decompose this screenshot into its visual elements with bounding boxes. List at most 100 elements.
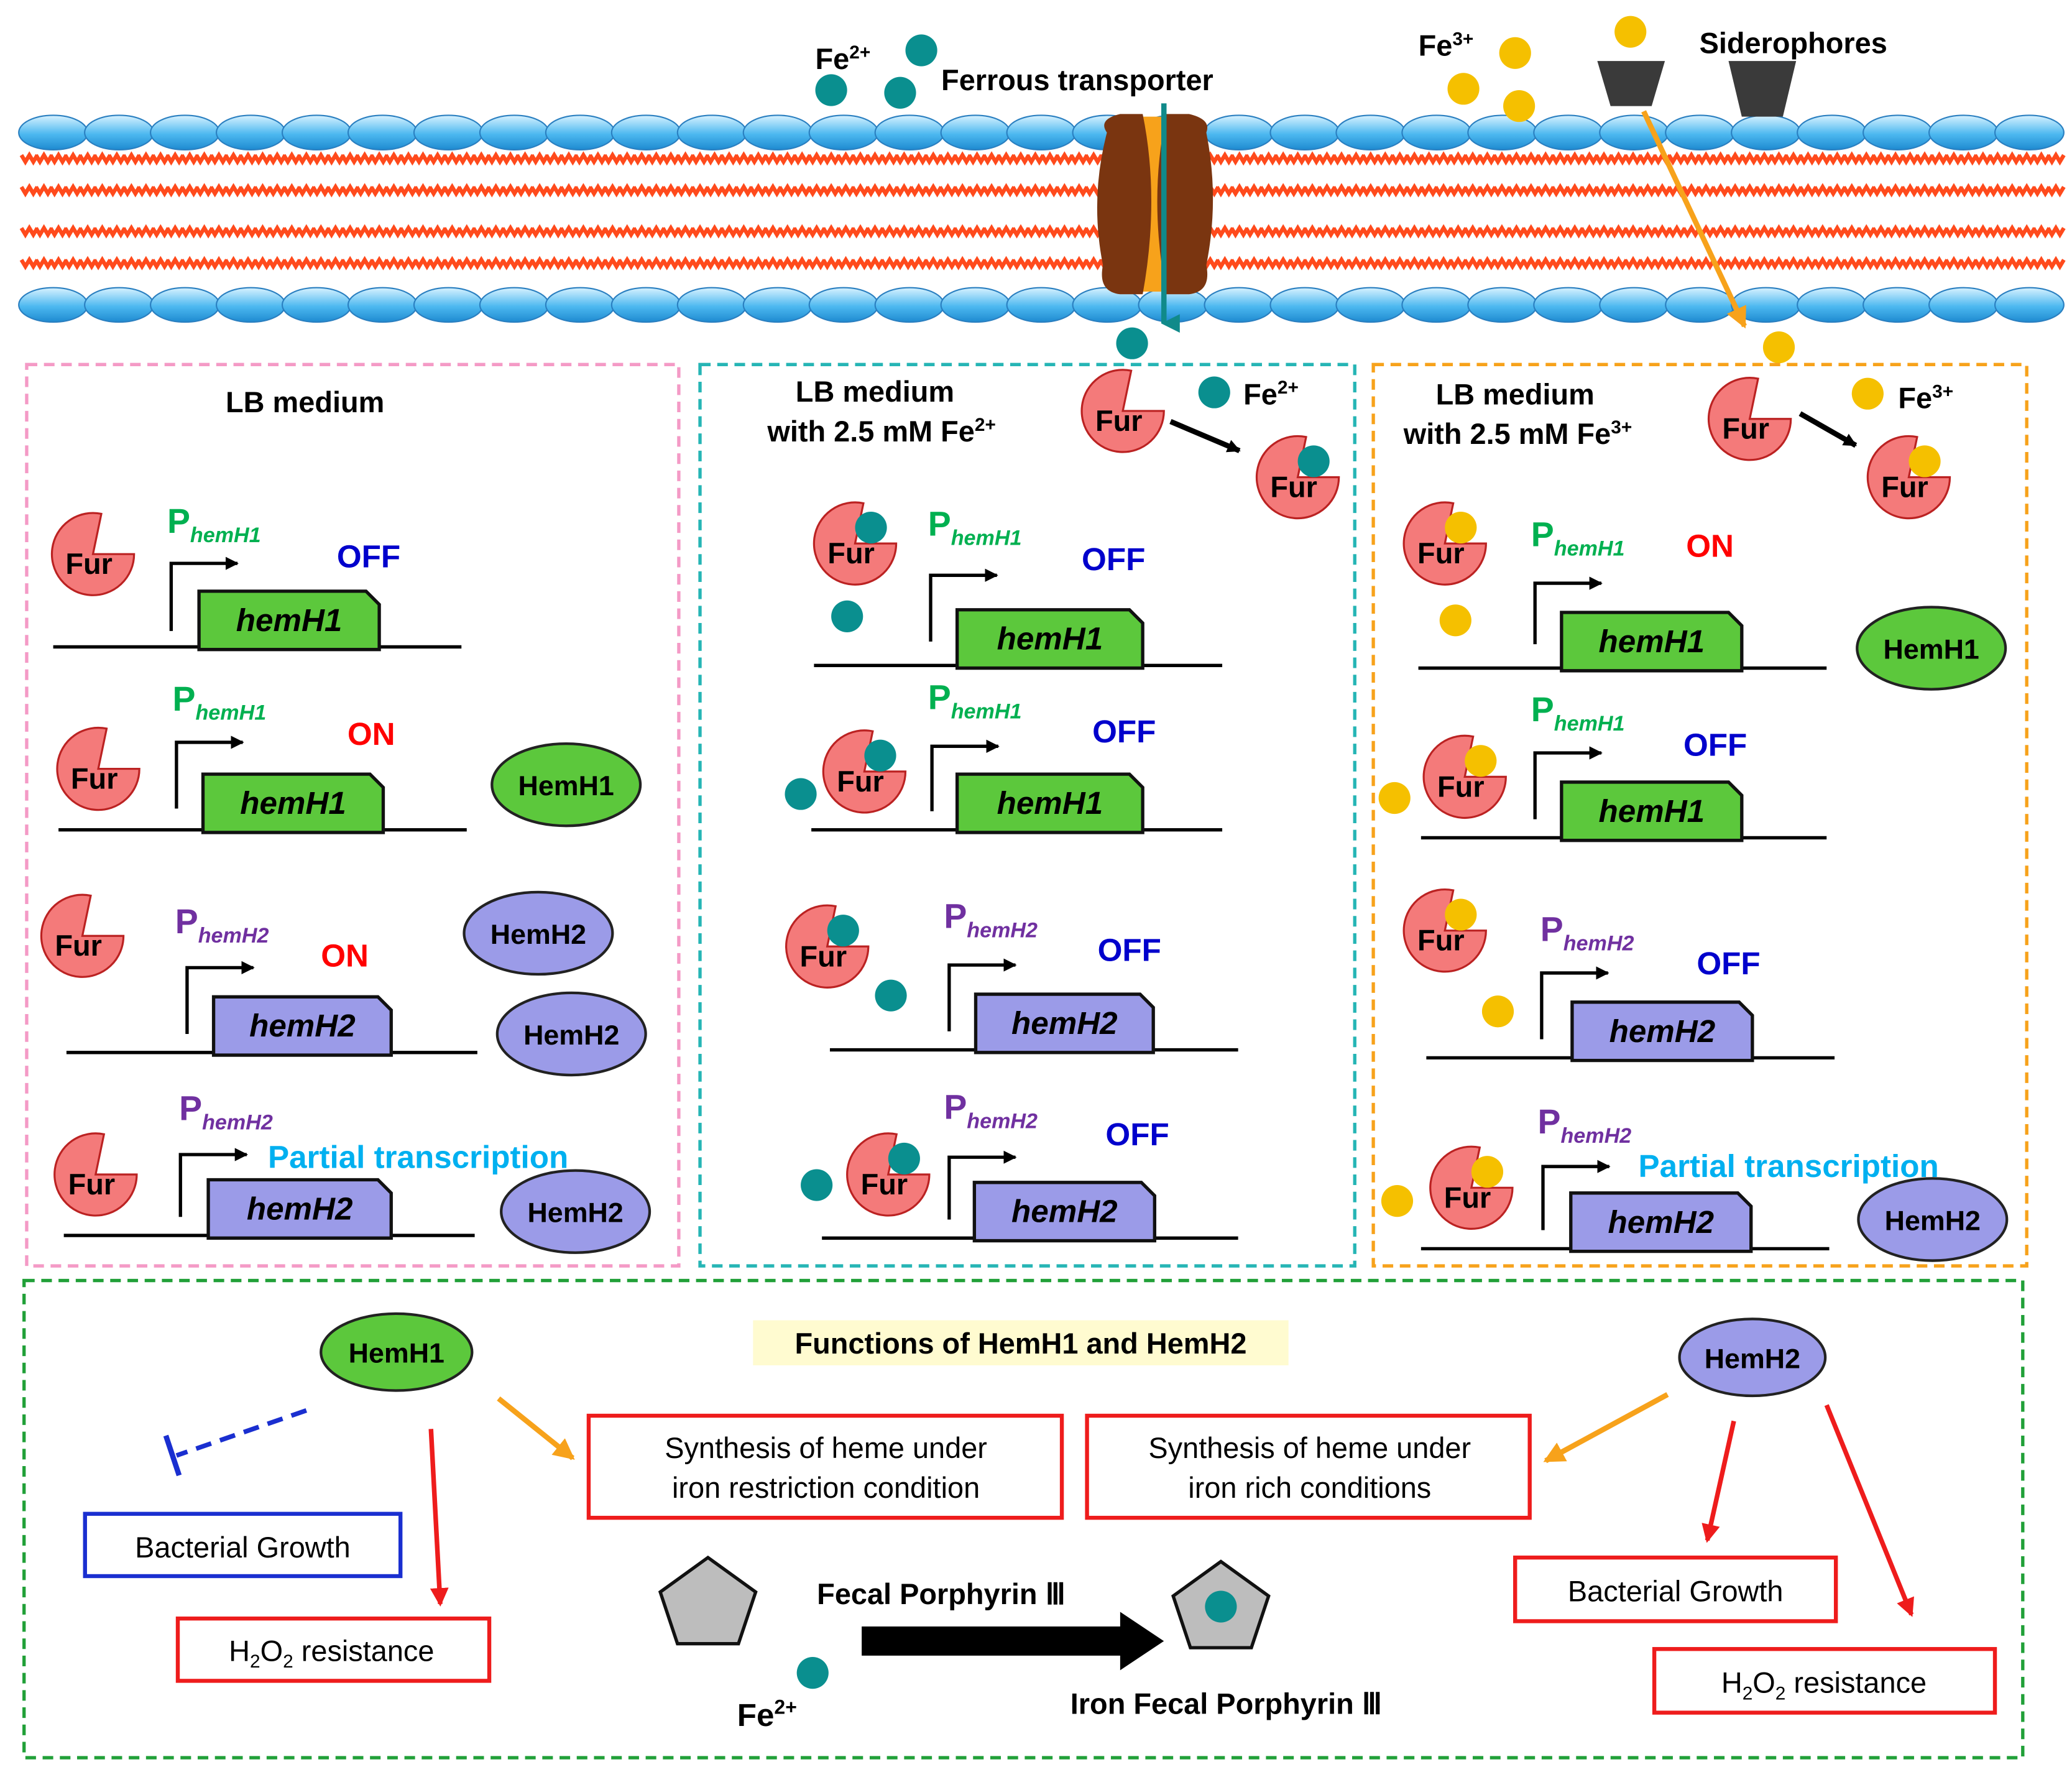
gene-box <box>206 1178 393 1240</box>
promoter-label: PhemH2 <box>1540 910 1634 956</box>
fur-label: Fur <box>1722 413 1769 445</box>
lipid-head <box>1928 287 1999 323</box>
h2o2-right-box <box>1652 1647 1997 1715</box>
lipid-head <box>676 114 747 150</box>
gene-label: hemH2 <box>1608 1204 1714 1240</box>
state-label: ON <box>321 938 369 973</box>
lipid-head <box>808 114 879 150</box>
gene-box <box>974 992 1155 1054</box>
synthesis-restriction-line1: Synthesis of heme under <box>665 1432 987 1464</box>
lipid-head <box>610 114 681 150</box>
panel-fe2-box <box>698 362 1356 1268</box>
fe2-conversion-ion <box>796 1657 829 1689</box>
promoter-label: PhemH1 <box>928 504 1022 550</box>
fur-repressor <box>1866 435 1951 520</box>
state-label: OFF <box>1092 714 1156 749</box>
free-iron-ion <box>801 1169 833 1201</box>
lipid-head <box>347 287 418 323</box>
h2o2-left-text: H2O2 resistance <box>229 1635 434 1672</box>
promoter-arrow <box>930 739 1000 811</box>
lipid-head <box>215 287 286 323</box>
gene-label: hemH1 <box>240 785 346 821</box>
lipid-head <box>1269 114 1340 150</box>
protein-ellipse <box>463 890 614 976</box>
lipid-head <box>742 287 813 323</box>
fur-repressor <box>56 726 140 811</box>
gene-box <box>955 608 1144 670</box>
promoter-label: PhemH1 <box>167 502 261 547</box>
bound-iron-ion <box>1465 745 1497 777</box>
gene-box <box>201 772 385 834</box>
gene-label: hemH2 <box>1609 1013 1716 1049</box>
bound-iron-ion <box>888 1142 920 1174</box>
panel-fe3-title-line1: LB medium <box>1436 378 1595 410</box>
lipid-head <box>479 114 550 150</box>
hemh2-growth-arrow <box>1701 1420 1736 1543</box>
fur-label: Fur <box>55 930 102 962</box>
lipid-head <box>1797 287 1867 323</box>
bacterial-growth-right-text: Bacterial Growth <box>1568 1575 1784 1607</box>
fur-repressor <box>53 1132 138 1217</box>
ferrous-transporter <box>1097 103 1213 333</box>
bound-iron-ion <box>1909 445 1941 478</box>
fur-repressor <box>50 512 136 596</box>
promoter-label: PhemH2 <box>175 902 269 948</box>
h2o2-right-text: H2O2 resistance <box>1721 1667 1927 1704</box>
protein-ellipse <box>495 991 647 1077</box>
free-iron-ion <box>1381 1185 1414 1217</box>
protein-label: HemH2 <box>1885 1206 1981 1237</box>
gene-label: hemH1 <box>1599 793 1705 829</box>
gene-box <box>1570 1000 1754 1063</box>
gene-box <box>1560 780 1744 842</box>
lipid-head <box>940 287 1011 323</box>
lipid-head <box>1994 114 2065 150</box>
gene-label: hemH2 <box>1011 1194 1118 1229</box>
lipid-head <box>545 114 615 150</box>
promoter-arrow <box>1533 576 1603 645</box>
fecal-porphyrin-label: Fecal Porphyrin Ⅲ <box>817 1578 1066 1610</box>
state-label: Partial transcription <box>1639 1148 1939 1184</box>
free-iron-ion <box>1851 377 1884 410</box>
panel-functions-box <box>22 1278 2025 1760</box>
panel-fe3-box <box>1371 362 2028 1268</box>
panel-fe3-ion-label: Fe3+ <box>1898 382 1953 415</box>
gene-label: hemH2 <box>1011 1005 1118 1041</box>
free-iron-ion <box>1481 995 1514 1028</box>
state-label: Partial transcription <box>268 1139 568 1174</box>
conversion-arrow <box>862 1612 1164 1671</box>
fur-binding-arrow <box>1169 419 1241 453</box>
bound-iron-ion <box>855 511 887 544</box>
lipid-head <box>1006 114 1077 150</box>
cell-membrane <box>18 114 2066 323</box>
lipid-head <box>1862 114 1933 150</box>
panel-fe2-title-line2: with 2.5 mM Fe2+ <box>767 415 996 448</box>
promoter-label: PhemH2 <box>179 1089 273 1135</box>
fe3-label-top: Fe3+ <box>1419 29 1474 62</box>
lipid-head <box>676 287 747 323</box>
promoter-arrow <box>1540 966 1609 1040</box>
state-label: OFF <box>1697 946 1760 981</box>
lipid-head <box>215 114 286 150</box>
lipid-head <box>1204 287 1274 323</box>
hemh1-function-protein <box>320 1312 474 1392</box>
lipid-head <box>18 114 89 150</box>
lipid-head <box>1467 287 1538 323</box>
siderophores-label: Siderophores <box>1700 27 1887 59</box>
promoter-arrow <box>929 568 998 642</box>
hemh2-synthesis-arrow <box>1543 1392 1669 1464</box>
fur-repressor <box>813 501 898 586</box>
gene-box <box>972 1181 1156 1243</box>
promoter-label: PhemH1 <box>1531 515 1625 560</box>
panel-fe2-title-line1: LB medium <box>796 376 954 408</box>
promoter-label: PhemH2 <box>1537 1102 1631 1148</box>
synthesis-restriction-line2: iron restriction condition <box>672 1472 980 1504</box>
state-label: OFF <box>1082 542 1145 577</box>
fecal-porphyrin-pentagon <box>658 1555 758 1646</box>
fur-repressor <box>822 729 907 814</box>
fe2-conversion-label: Fe2+ <box>737 1696 797 1733</box>
lipid-head <box>150 114 221 150</box>
protein-label: HemH1 <box>1884 634 1979 665</box>
fe2-ions-outside <box>815 34 1148 359</box>
hemh1-synthesis-arrow <box>497 1396 575 1460</box>
synthesis-rich-line2: iron rich conditions <box>1188 1472 1431 1504</box>
